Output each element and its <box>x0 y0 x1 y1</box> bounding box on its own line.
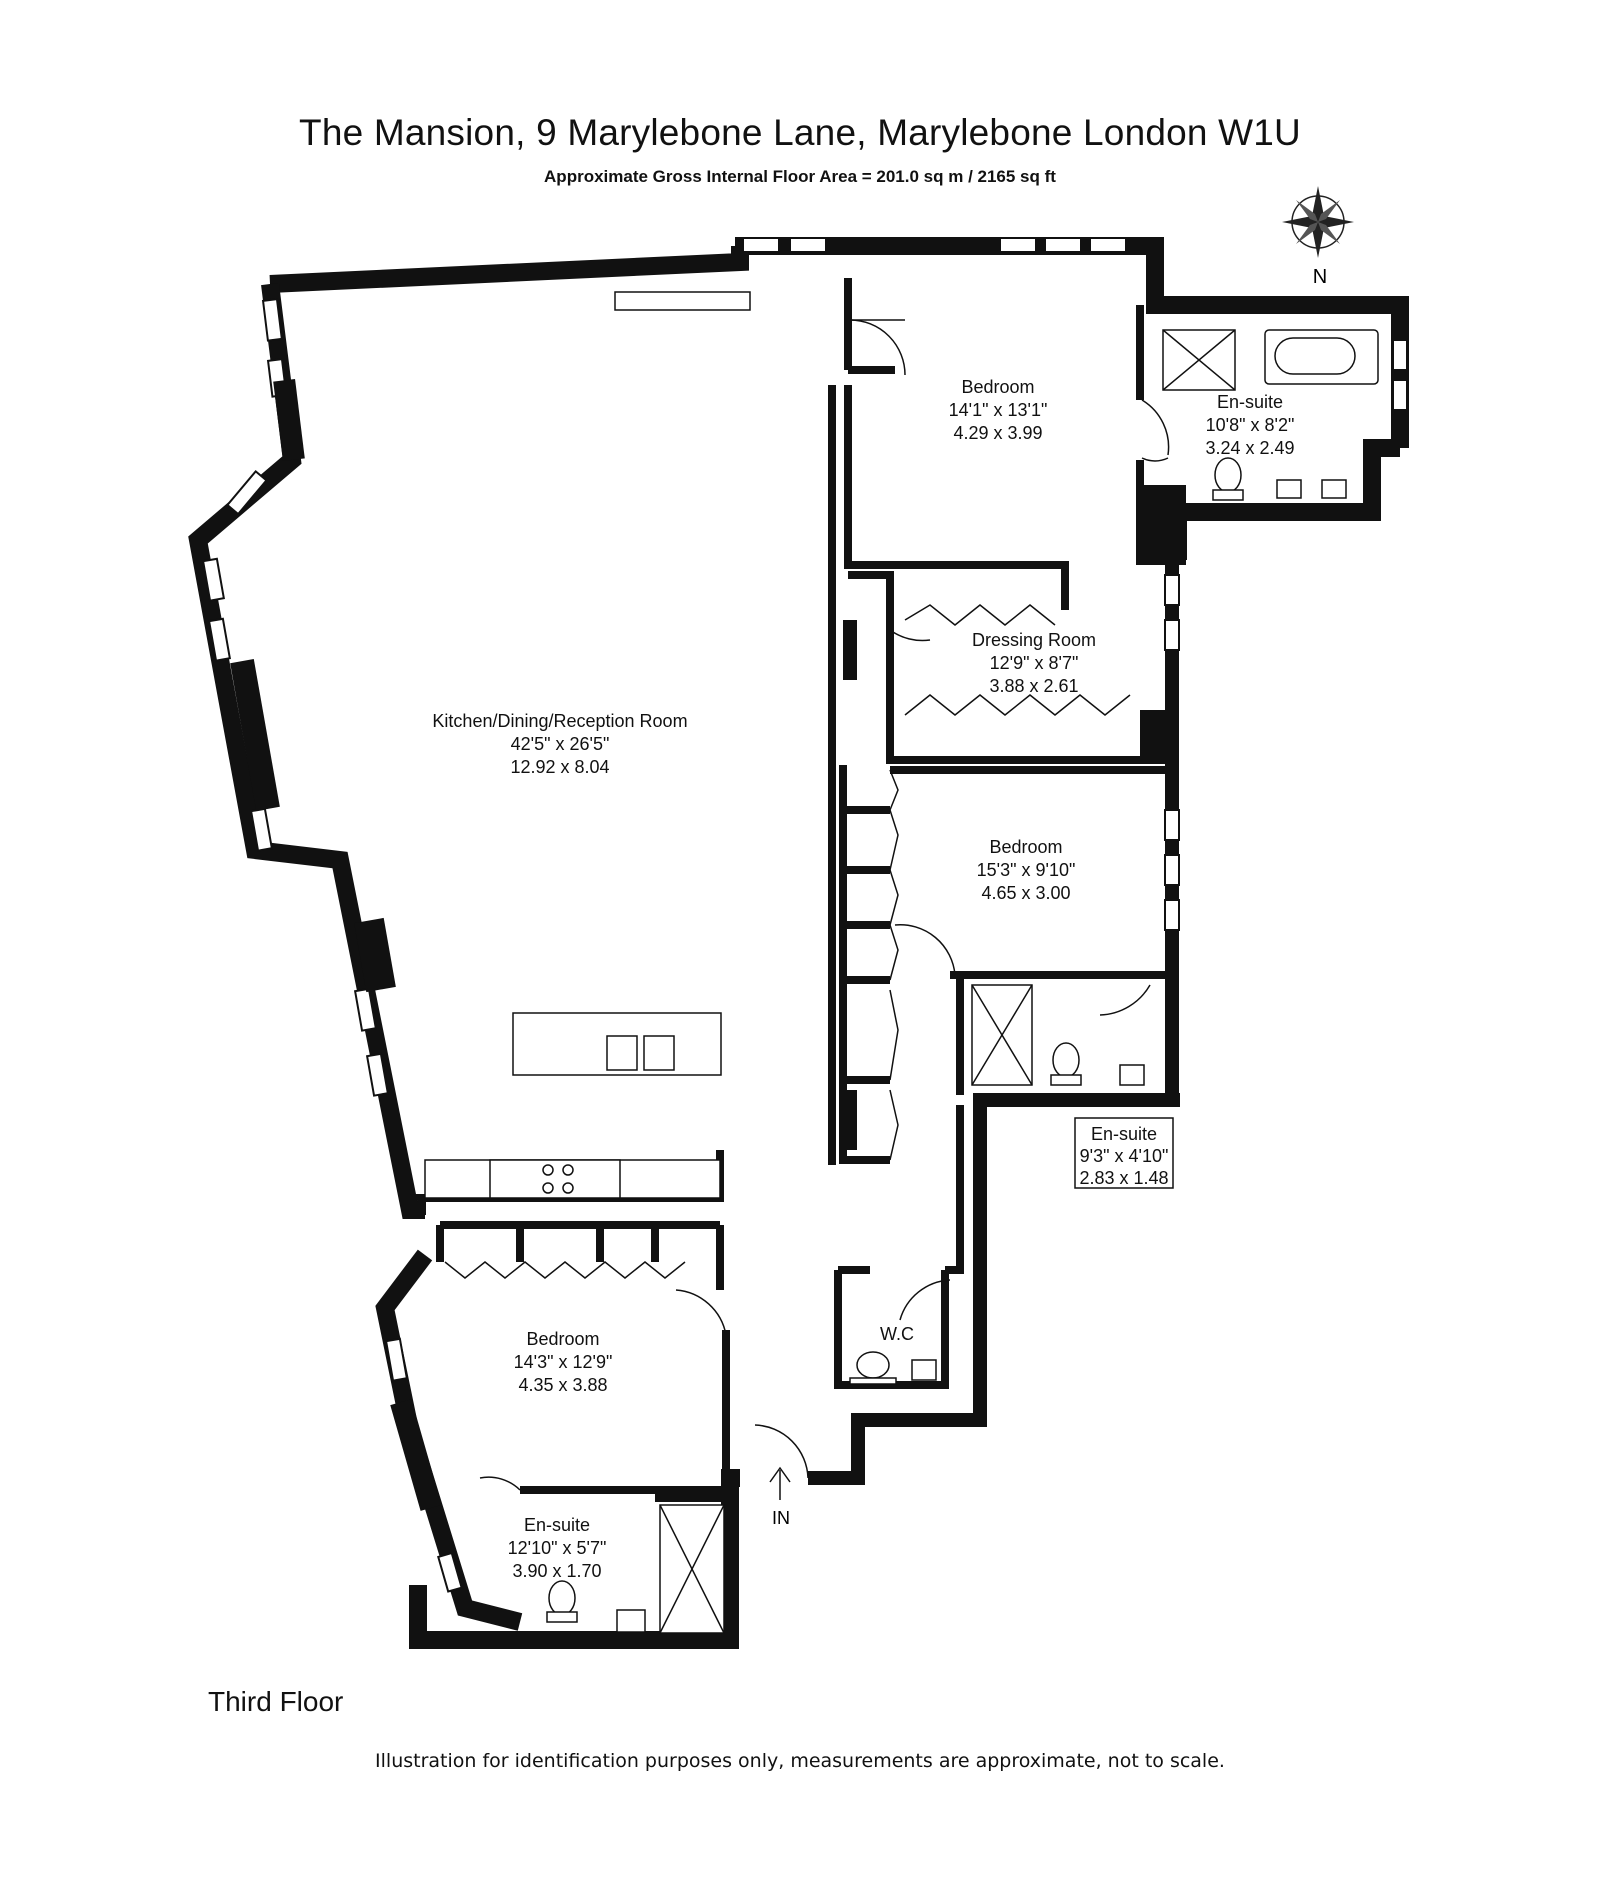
svg-text:En-suite: En-suite <box>1091 1124 1157 1144</box>
toilet-icon <box>856 1351 890 1379</box>
wall-ensuite-east <box>1169 439 1400 560</box>
svg-text:Kitchen/Dining/Reception Room: Kitchen/Dining/Reception Room <box>432 711 687 731</box>
toilet-icon <box>548 1580 576 1616</box>
disclaimer: Illustration for identification purposes… <box>375 1750 1225 1772</box>
svg-text:12.92 x 8.04: 12.92 x 8.04 <box>510 757 609 777</box>
floor-label: Third Floor <box>208 1686 344 1717</box>
wall-north-kitchen <box>269 246 749 293</box>
svg-text:14'1" x 13'1": 14'1" x 13'1" <box>949 400 1048 420</box>
svg-text:14'3" x 12'9": 14'3" x 12'9" <box>514 1352 613 1372</box>
room-wc-label: W.C <box>880 1324 914 1344</box>
structural-blocks <box>230 378 1186 1511</box>
wall-west-facade <box>188 282 425 1219</box>
basin-icon <box>1276 479 1302 499</box>
room-dressing-label: Dressing Room 12'9" x 8'7" 3.88 x 2.61 <box>972 630 1096 696</box>
svg-text:3.90 x 1.70: 3.90 x 1.70 <box>512 1561 601 1581</box>
svg-text:Bedroom: Bedroom <box>989 837 1062 857</box>
svg-text:15'3" x 9'10": 15'3" x 9'10" <box>977 860 1076 880</box>
svg-text:42'5" x 26'5": 42'5" x 26'5" <box>511 734 610 754</box>
room-kitchen-label: Kitchen/Dining/Reception Room 42'5" x 26… <box>432 711 687 777</box>
svg-text:W.C: W.C <box>880 1324 914 1344</box>
windows <box>201 237 1408 1593</box>
floor-area-subtitle: Approximate Gross Internal Floor Area = … <box>544 167 1056 186</box>
page-title: The Mansion, 9 Marylebone Lane, Marylebo… <box>299 112 1301 153</box>
svg-text:12'9" x 8'7": 12'9" x 8'7" <box>990 653 1079 673</box>
svg-text:En-suite: En-suite <box>1217 392 1283 412</box>
sink-icon <box>606 1035 638 1071</box>
basin-icon <box>911 1359 937 1381</box>
room-bedroom-2-label: Bedroom 15'3" x 9'10" 4.65 x 3.00 <box>977 837 1076 903</box>
svg-text:Dressing Room: Dressing Room <box>972 630 1096 650</box>
room-bedroom-1-label: Bedroom 14'1" x 13'1" 4.29 x 3.99 <box>949 377 1048 443</box>
entrance-label: IN <box>772 1508 790 1528</box>
basin-icon <box>616 1609 646 1633</box>
door-swings <box>479 319 1170 1491</box>
svg-text:4.65 x 3.00: 4.65 x 3.00 <box>981 883 1070 903</box>
basin-icon <box>1119 1064 1145 1086</box>
svg-text:Bedroom: Bedroom <box>961 377 1034 397</box>
room-ensuite-2-label: En-suite 9'3" x 4'10" 2.83 x 1.48 <box>1079 1124 1168 1188</box>
svg-text:4.29 x 3.99: 4.29 x 3.99 <box>953 423 1042 443</box>
svg-text:10'8" x 8'2": 10'8" x 8'2" <box>1206 415 1295 435</box>
svg-text:9'3" x 4'10": 9'3" x 4'10" <box>1080 1146 1169 1166</box>
fixtures <box>424 291 1379 1634</box>
svg-text:12'10" x 5'7": 12'10" x 5'7" <box>508 1538 607 1558</box>
wall-east-2 <box>808 1093 1180 1485</box>
svg-text:3.88 x 2.61: 3.88 x 2.61 <box>989 676 1078 696</box>
room-ensuite-1-label: En-suite 10'8" x 8'2" 3.24 x 2.49 <box>1205 392 1294 458</box>
svg-text:En-suite: En-suite <box>524 1515 590 1535</box>
sink-icon <box>643 1035 675 1071</box>
toilet-icon <box>1214 457 1242 493</box>
compass-icon <box>1282 186 1354 258</box>
toilet-icon <box>1052 1042 1080 1078</box>
wall-south-entry <box>409 1469 740 1649</box>
worktop-north <box>614 291 751 311</box>
interior-walls <box>410 278 1172 1502</box>
room-bedroom-3-label: Bedroom 14'3" x 12'9" 4.35 x 3.88 <box>514 1329 613 1395</box>
svg-text:2.83 x 1.48: 2.83 x 1.48 <box>1079 1168 1168 1188</box>
hob-icon <box>489 1159 621 1199</box>
svg-text:3.24 x 2.49: 3.24 x 2.49 <box>1205 438 1294 458</box>
svg-text:Bedroom: Bedroom <box>526 1329 599 1349</box>
ensuite-label-box <box>1074 1117 1174 1189</box>
entrance-arrow-icon <box>769 1466 791 1500</box>
svg-text:4.35 x 3.88: 4.35 x 3.88 <box>518 1375 607 1395</box>
room-ensuite-3-label: En-suite 12'10" x 5'7" 3.90 x 1.70 <box>508 1515 607 1581</box>
compass-north-label: N <box>1313 266 1327 288</box>
basin-icon <box>1321 479 1347 499</box>
wardrobe-doors <box>444 604 1131 1279</box>
